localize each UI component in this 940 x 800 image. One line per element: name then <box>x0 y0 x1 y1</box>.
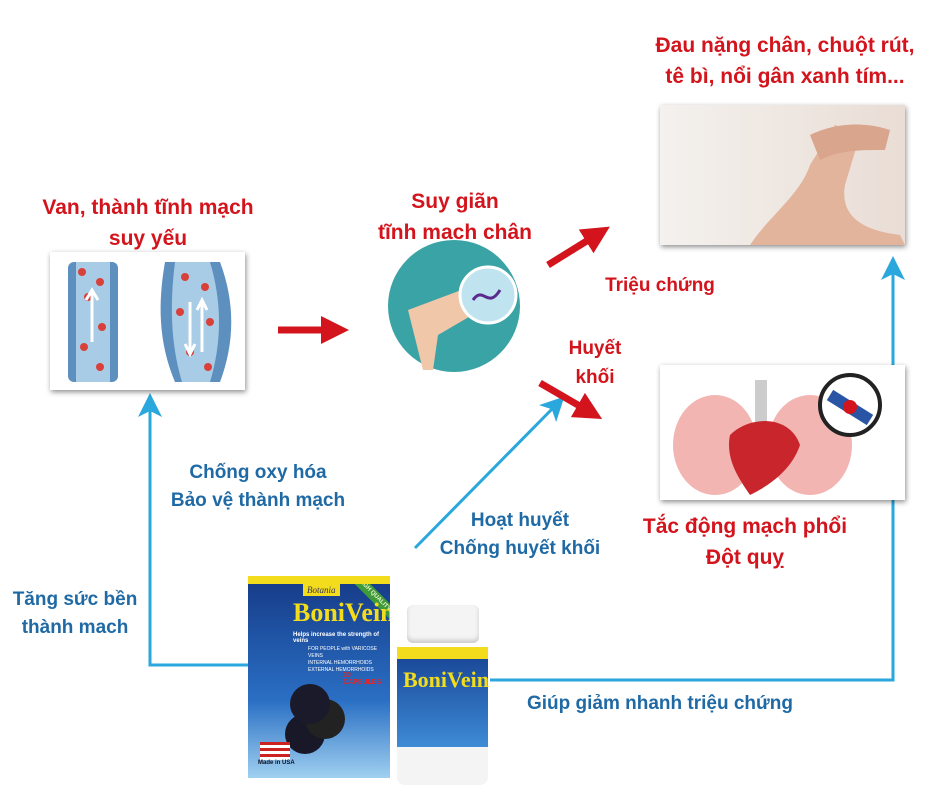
strength-arrow <box>138 393 250 667</box>
leg-pain-photo <box>660 105 905 245</box>
capsule-count: 30 CAPSULES <box>343 672 382 686</box>
usa-flag-icon <box>260 742 290 760</box>
made-in-usa: Made in USA <box>258 760 295 766</box>
bottle-cap <box>407 605 479 643</box>
relief-label: Giúp giảm nhanh triệu chứng <box>526 693 794 714</box>
symptom-label: Triệu chứng <box>605 275 715 296</box>
bottle-label <box>397 647 488 747</box>
lung-heart-illustration <box>660 365 905 500</box>
product-tagline: Helps increase the strength of veins <box>293 632 380 644</box>
product-bottle: BoniVein <box>395 605 490 785</box>
symptom-arrow <box>546 226 610 268</box>
product-box: Botania HIGH QUALITY BoniVein Helps incr… <box>248 576 390 778</box>
circulation-arrow <box>413 396 565 550</box>
thrombus-arrow <box>538 379 603 420</box>
bottle-product-name: BoniVein <box>403 667 490 692</box>
symptom-title: Đau nặng chân, chuột rút,tê bì, nổi gân … <box>655 34 915 88</box>
varicose-leg-illustration <box>388 240 520 372</box>
product-name: BoniVein <box>293 598 390 627</box>
blackcurrant-image <box>290 684 330 724</box>
vein-valve-illustration <box>50 252 245 390</box>
brand-logo: Botania <box>303 584 340 596</box>
bottle-base <box>397 747 488 785</box>
